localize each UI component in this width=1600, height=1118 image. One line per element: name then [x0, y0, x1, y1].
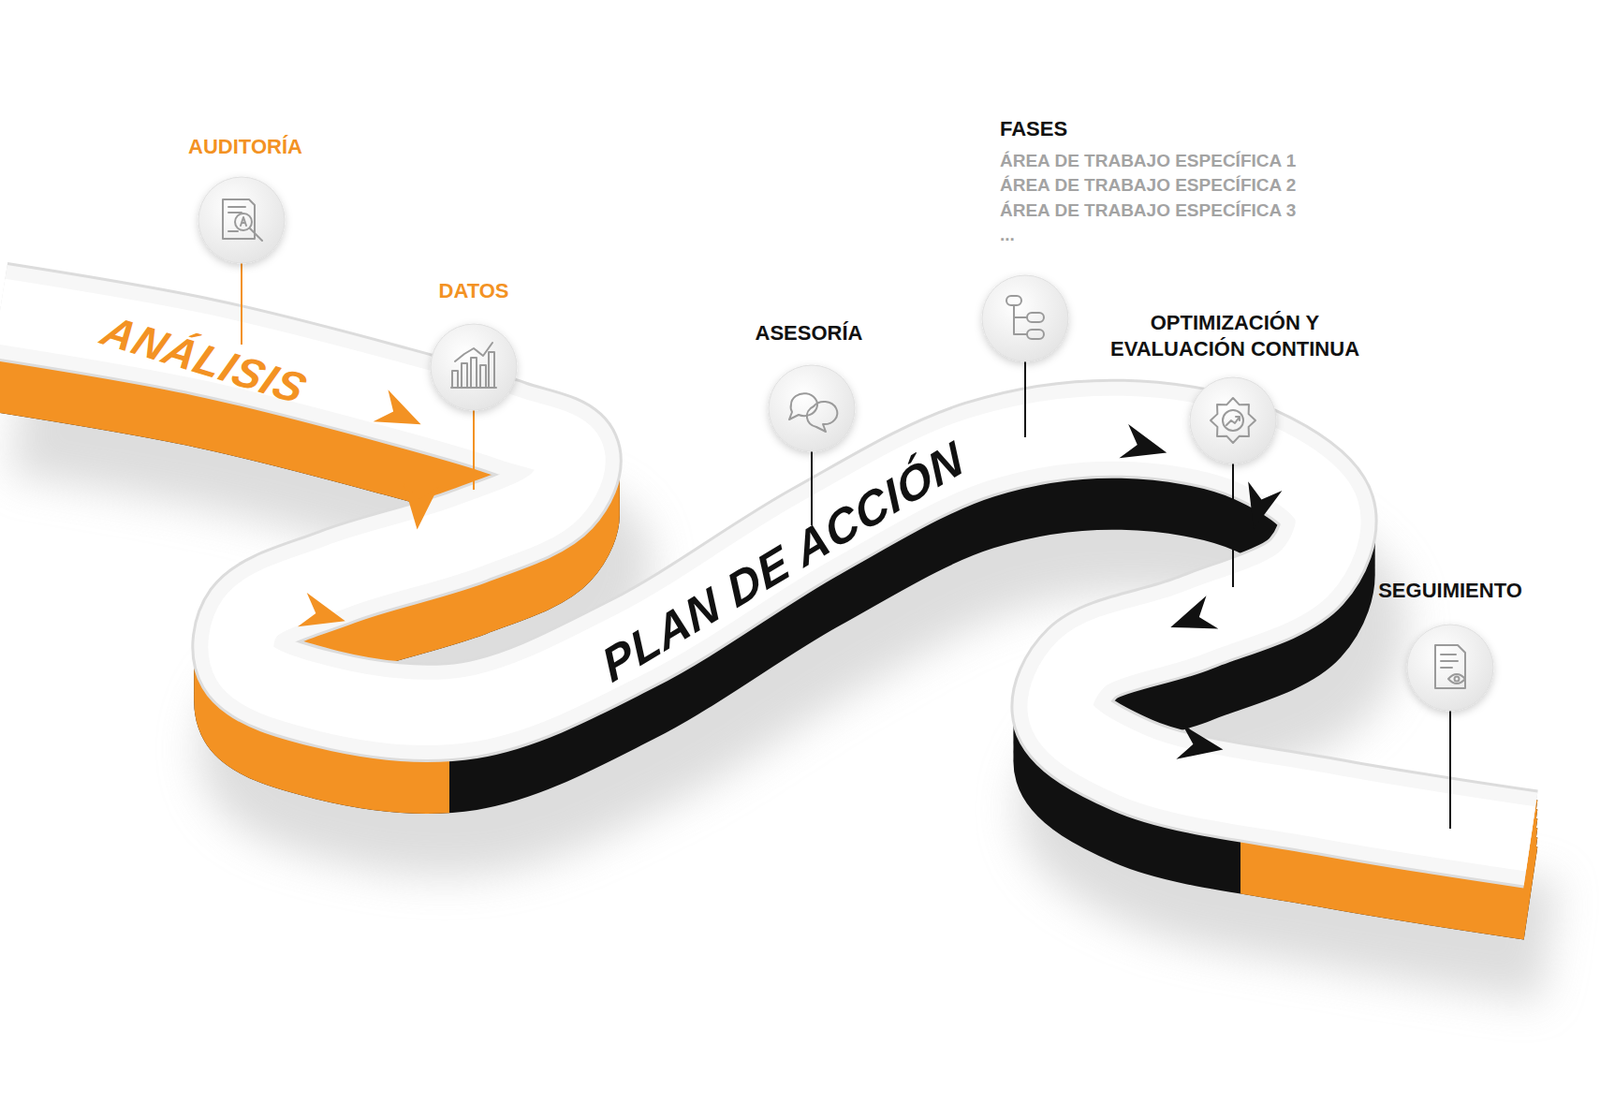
- node-heading: AUDITORÍA: [188, 133, 303, 162]
- icon-chart: [451, 342, 497, 388]
- icon-chat: [789, 393, 837, 432]
- road-chevron: [373, 389, 429, 441]
- node-title: DATOS: [439, 278, 510, 306]
- node-detail: ÁREA DE TRABAJO ESPECÍFICA 1: [999, 148, 1296, 175]
- leader-line: [472, 410, 475, 490]
- node-title: AUDITORÍA: [188, 133, 303, 162]
- node-detail: ...: [999, 222, 1296, 249]
- node-title: OPTIMIZACIÓN Y EVALUACIÓN CONTINUA: [1094, 309, 1376, 364]
- node-detail: ÁREA DE TRABAJO ESPECÍFICA 2: [999, 173, 1296, 199]
- icon-node: OPTIMIZACIÓN Y EVALUACIÓN CONTINUA: [1189, 377, 1277, 464]
- road-chevron: [1118, 424, 1172, 470]
- icon-circle: [768, 365, 855, 452]
- icon-node: AUDITORÍA: [198, 176, 285, 264]
- icon-circle: [1189, 377, 1277, 464]
- leader-line: [240, 263, 243, 345]
- node-title: SEGUIMIENTO: [1378, 577, 1523, 605]
- leader-line: [1449, 710, 1452, 829]
- node-heading: OPTIMIZACIÓN Y EVALUACIÓN CONTINUA: [1094, 309, 1376, 364]
- road-chevron: [1164, 595, 1219, 644]
- icon-circle: [1407, 624, 1494, 711]
- icon-flow: [1006, 295, 1044, 339]
- icon-circle: [430, 323, 517, 411]
- node-title: ASESORÍA: [755, 320, 864, 348]
- node-title: FASES: [999, 116, 1296, 144]
- leader-line: [1024, 361, 1027, 438]
- icon-node: DATOS: [430, 323, 517, 411]
- road-chevron: [297, 592, 351, 639]
- leader-line: [1232, 463, 1234, 588]
- icon-doc: [1435, 645, 1466, 689]
- icon-audit: [222, 199, 263, 241]
- road-chevron: [1175, 724, 1226, 767]
- node-heading: DATOS: [439, 278, 510, 306]
- icon-circle: [982, 275, 1069, 362]
- node-heading: ASESORÍA: [755, 320, 864, 348]
- road-chevron: [399, 483, 439, 531]
- icon-circle: [198, 176, 285, 264]
- icon-node: SEGUIMIENTO: [1407, 624, 1494, 711]
- node-detail: ÁREA DE TRABAJO ESPECÍFICA 3: [999, 198, 1296, 224]
- road-chevron: [1236, 481, 1283, 534]
- node-heading: SEGUIMIENTO: [1378, 577, 1523, 605]
- icon-node: ASESORÍA: [768, 365, 855, 452]
- node-heading: FASESÁREA DE TRABAJO ESPECÍFICA 1ÁREA DE…: [999, 116, 1296, 249]
- icon-node: FASESÁREA DE TRABAJO ESPECÍFICA 1ÁREA DE…: [982, 275, 1069, 362]
- icon-gear: [1210, 397, 1256, 443]
